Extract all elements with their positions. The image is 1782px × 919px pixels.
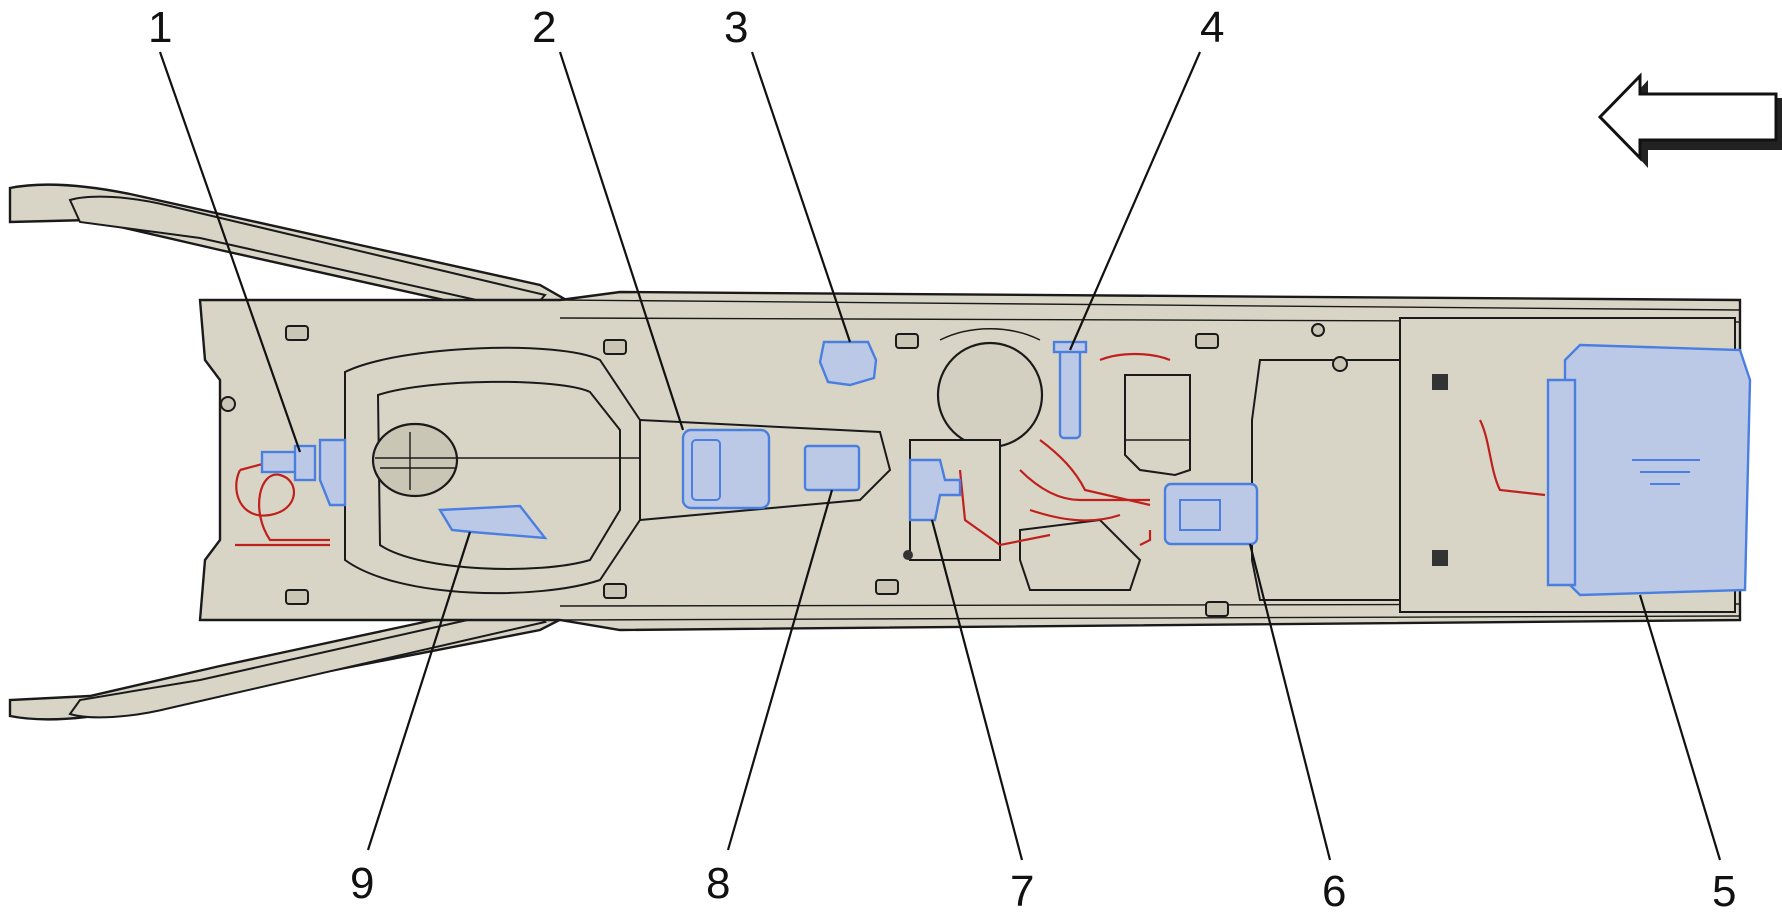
fastener-group <box>220 323 1448 617</box>
callout-2: 2 <box>532 3 556 52</box>
callout-8: 8 <box>706 859 730 908</box>
wiring-harness <box>235 349 1546 547</box>
component-6-connector <box>1163 482 1259 546</box>
leader-2 <box>558 51 685 431</box>
leader-4 <box>1068 51 1202 351</box>
leader-8 <box>726 489 834 851</box>
leader-6 <box>1248 543 1332 861</box>
component-8-switch <box>803 444 861 492</box>
leader-1 <box>158 51 302 453</box>
component-4-bracket <box>1052 340 1088 440</box>
component-1-switch <box>260 438 347 507</box>
callout-5: 5 <box>1712 867 1736 916</box>
leader-9 <box>366 531 472 851</box>
center-console <box>8 183 1742 721</box>
callout-3: 3 <box>724 3 748 52</box>
callout-9: 9 <box>350 859 374 908</box>
leader-lines <box>158 51 1722 861</box>
arrow-left-icon <box>1597 72 1782 168</box>
component-2-control-panel <box>681 428 771 510</box>
leader-3 <box>750 51 852 343</box>
leader-5 <box>1638 594 1722 861</box>
component-7-sensor <box>908 458 962 522</box>
callout-1: 1 <box>148 3 172 52</box>
component-3-module <box>818 340 878 387</box>
callout-labels: 1 2 3 4 5 6 7 8 9 <box>148 3 1736 916</box>
leader-7 <box>930 519 1024 861</box>
callout-6: 6 <box>1322 867 1346 916</box>
callout-4: 4 <box>1200 3 1224 52</box>
callout-7: 7 <box>1010 867 1034 916</box>
component-5-bin-liner <box>1546 343 1752 597</box>
component-9-trim <box>437 504 548 540</box>
